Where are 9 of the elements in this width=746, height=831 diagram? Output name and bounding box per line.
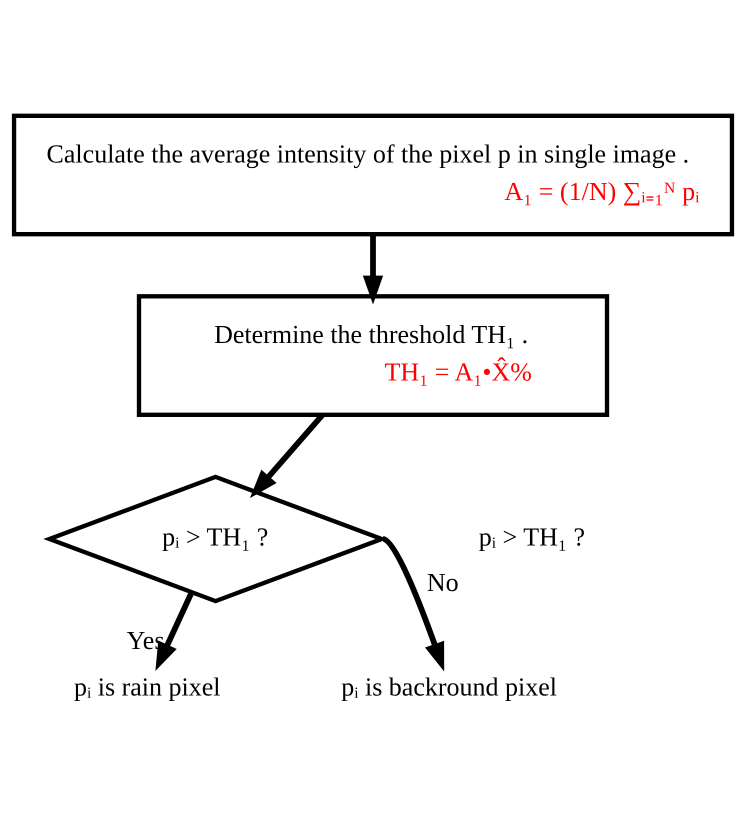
arrow [382, 536, 444, 672]
arrow [362, 234, 384, 305]
node-box: Calculate the average intensity of the pixel p in single image . A₁ = (1/N) ∑ᵢ₌₁ᴺ pᵢ [12, 114, 734, 236]
edge-label: No [426, 568, 459, 598]
node-text: pᵢ is backround pixel [341, 672, 558, 702]
label: pᵢ > TH₁ ? [478, 522, 585, 552]
node-box: Determine the threshold TH₁ . TH₁ = A₁•X̂% [136, 294, 610, 417]
node-text: pᵢ is rain pixel [74, 672, 221, 702]
arrow [155, 591, 194, 672]
